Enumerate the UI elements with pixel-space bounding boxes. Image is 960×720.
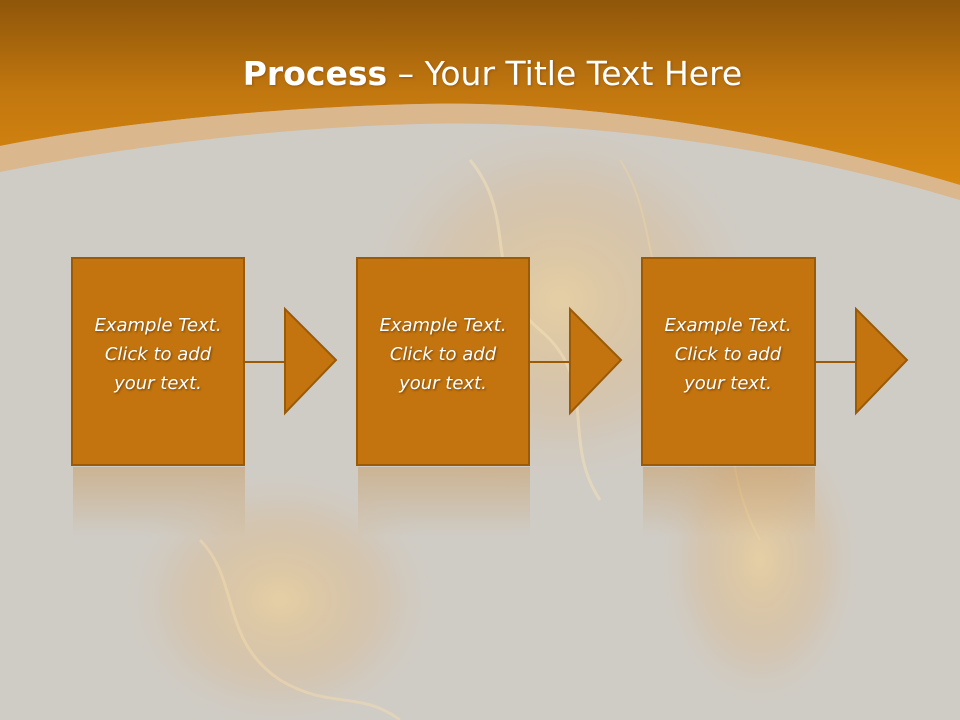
step-1-line-2: Click to add	[104, 344, 212, 365]
step-2-line-3: your text.	[399, 373, 487, 394]
process-step-2[interactable]	[356, 257, 623, 537]
step-1-text[interactable]: Example Text. Click to add your text.	[72, 311, 244, 398]
step-3-shape	[641, 257, 909, 466]
title-rest: Your Title Text Here	[424, 54, 743, 93]
step-3-text[interactable]: Example Text. Click to add your text.	[642, 311, 814, 398]
step-3-reflection	[643, 467, 815, 537]
step-2-line-1: Example Text.	[379, 315, 507, 336]
step-1-line-3: your text.	[114, 373, 202, 394]
step-2-shape	[356, 257, 623, 466]
step-3-line-1: Example Text.	[664, 315, 792, 336]
step-2-line-2: Click to add	[389, 344, 497, 365]
step-1-reflection	[73, 467, 245, 537]
step-1-line-1: Example Text.	[94, 315, 222, 336]
step-1-shape	[71, 257, 338, 466]
process-step-1[interactable]	[71, 257, 338, 537]
step-3-line-3: your text.	[684, 373, 772, 394]
slide-title: Process – Your Title Text Here	[0, 52, 960, 96]
process-step-3[interactable]	[641, 257, 909, 537]
step-2-reflection	[358, 467, 530, 537]
title-bold: Process	[242, 54, 388, 93]
title-dash: –	[387, 54, 425, 93]
step-2-text[interactable]: Example Text. Click to add your text.	[357, 311, 529, 398]
step-3-line-2: Click to add	[674, 344, 782, 365]
